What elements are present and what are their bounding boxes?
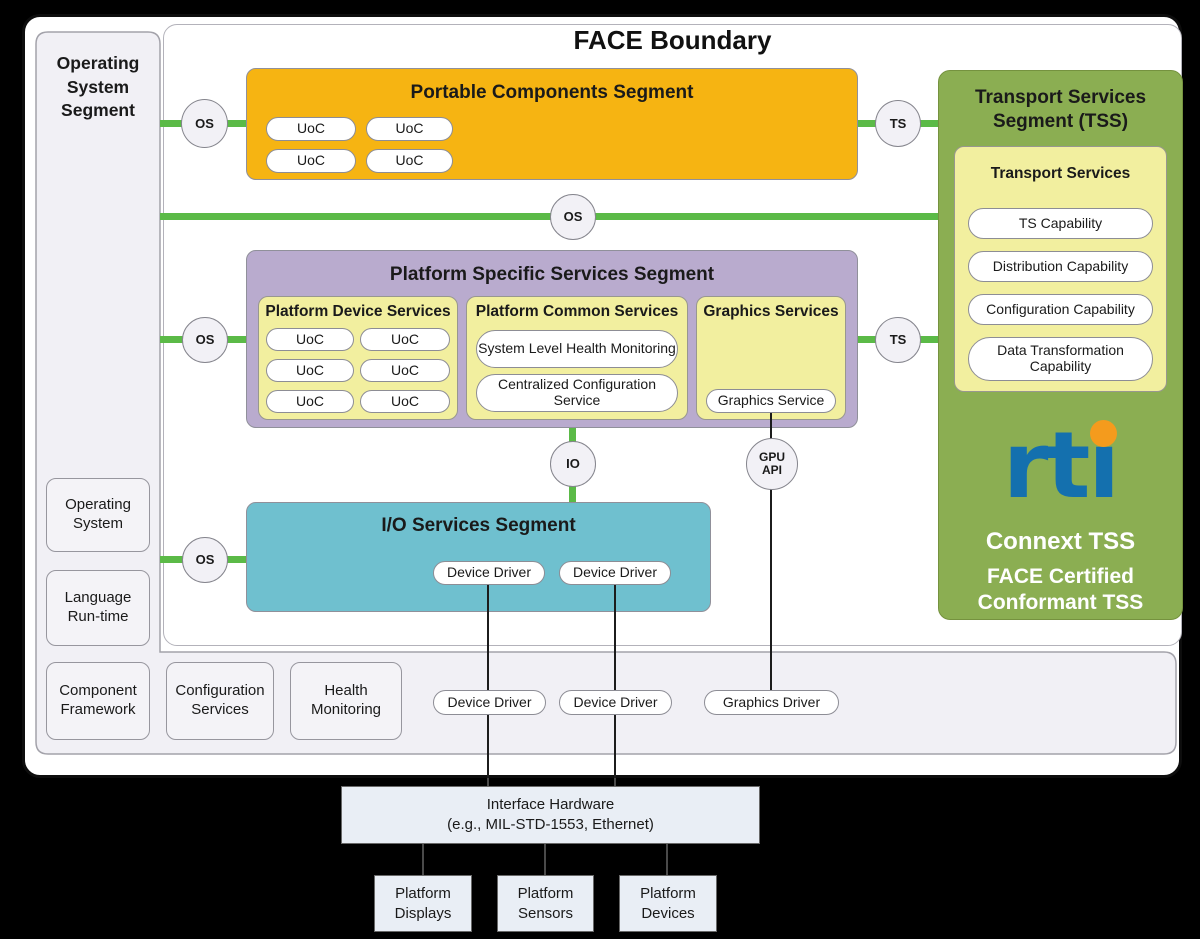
uoc-pill: UoC [360, 328, 450, 351]
operating-system-box: Operating System [46, 478, 150, 552]
device-driver-pill: Device Driver [559, 690, 672, 715]
device-driver-line-2 [614, 584, 616, 778]
device-driver-pill: Device Driver [559, 561, 671, 585]
data-transformation-capability-pill: Data Transformation Capability [968, 337, 1153, 381]
io-services-title: I/O Services Segment [381, 515, 576, 536]
configuration-services-box: Configuration Services [166, 662, 274, 740]
component-framework-box: Component Framework [46, 662, 150, 740]
platform-displays-line [422, 844, 424, 875]
uoc-pill: UoC [360, 359, 450, 382]
platform-common-services-title: Platform Common Services [475, 303, 679, 320]
uoc-pill: UoC [366, 117, 453, 141]
platform-sensors-box: Platform Sensors [497, 875, 594, 932]
uoc-pill: UoC [266, 390, 354, 413]
gpu-connector-line [770, 410, 772, 690]
device-driver-pill: Device Driver [433, 690, 546, 715]
io-badge: IO [550, 441, 596, 487]
ts-badge: TS [875, 317, 921, 363]
uoc-pill: UoC [366, 149, 453, 173]
graphics-driver-pill: Graphics Driver [704, 690, 839, 715]
transport-services-segment-title: Transport Services Segment (TSS) [974, 87, 1147, 132]
os-badge: OS [550, 194, 596, 240]
uoc-pill: UoC [266, 359, 354, 382]
rti-logo: rtı [938, 420, 1183, 524]
platform-displays-box: Platform Displays [374, 875, 472, 932]
language-runtime-box: Language Run-time [46, 570, 150, 646]
os-badge: OS [182, 537, 228, 583]
device-driver-line-1 [487, 584, 489, 778]
os-badge: OS [181, 99, 228, 148]
distribution-capability-pill: Distribution Capability [968, 251, 1153, 282]
ts-capability-pill: TS Capability [968, 208, 1153, 239]
interface-hardware-box: Interface Hardware (e.g., MIL-STD-1553, … [341, 786, 760, 844]
uoc-pill: UoC [266, 149, 356, 173]
rti-logo-rt: rt [1003, 412, 1090, 519]
platform-sensors-line [544, 844, 546, 875]
transport-services-title: Transport Services [990, 165, 1131, 182]
platform-devices-box: Platform Devices [619, 875, 717, 932]
uoc-pill: UoC [266, 328, 354, 351]
ts-badge: TS [875, 100, 921, 147]
interface-hardware-line1: Interface Hardware [486, 796, 615, 814]
device-driver-line-1 [487, 778, 489, 786]
graphics-services-title: Graphics Services [703, 303, 839, 320]
portable-components-title: Portable Components Segment [410, 82, 694, 103]
io-services-segment [246, 502, 711, 612]
os-badge: OS [182, 317, 228, 363]
connext-tss-label: Connext TSS [985, 528, 1136, 555]
gpu-api-badge: GPU API [746, 438, 798, 490]
platform-device-services-title: Platform Device Services [265, 303, 451, 320]
interface-hardware-line2: (e.g., MIL-STD-1553, Ethernet) [447, 816, 654, 833]
os-connector-middle [160, 213, 938, 220]
uoc-pill: UoC [360, 390, 450, 413]
centralized-configuration-service-pill: Centralized Configuration Service [476, 374, 678, 412]
configuration-capability-pill: Configuration Capability [968, 294, 1153, 325]
device-driver-line-2 [614, 778, 616, 786]
device-driver-pill: Device Driver [433, 561, 545, 585]
face-boundary-title: FACE Boundary [573, 25, 772, 55]
face-certified-label: FACE Certified Conformant TSS [977, 565, 1144, 614]
graphics-service-pill: Graphics Service [706, 389, 836, 413]
platform-devices-line [666, 844, 668, 875]
system-level-health-monitoring-pill: System Level Health Monitoring [476, 330, 678, 368]
uoc-pill: UoC [266, 117, 356, 141]
rti-logo-dot-icon [1090, 420, 1117, 447]
platform-specific-title: Platform Specific Services Segment [389, 264, 715, 285]
health-monitoring-box: Health Monitoring [290, 662, 402, 740]
os-segment-title: Operating System Segment [56, 53, 140, 121]
